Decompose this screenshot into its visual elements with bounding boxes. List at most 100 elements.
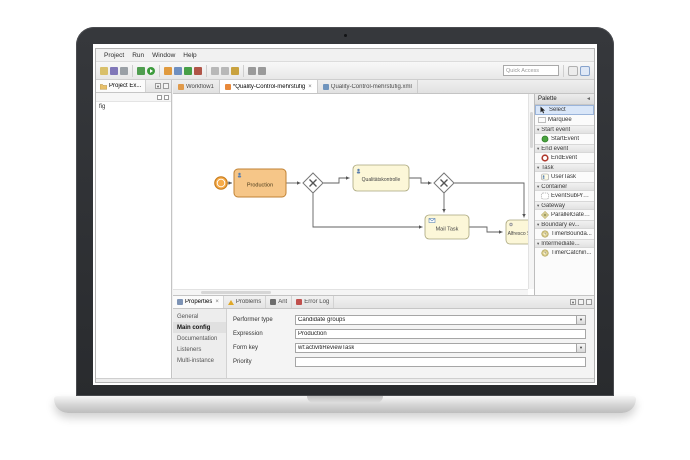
palette-item-startevent[interactable]: StartEvent bbox=[535, 134, 594, 144]
side-tab-general[interactable]: General bbox=[177, 313, 199, 320]
form-row: Priority bbox=[233, 355, 586, 369]
tab-quality-control-xml[interactable]: Quality-Control-mehrstufig.xml bbox=[318, 80, 418, 93]
menu-help[interactable]: Help bbox=[183, 51, 197, 59]
palette-drawer-task[interactable]: ▾ Task bbox=[535, 163, 594, 172]
menu-project[interactable]: Project bbox=[104, 51, 125, 59]
open-perspective-icon[interactable] bbox=[568, 65, 578, 76]
close-icon[interactable]: × bbox=[215, 299, 219, 305]
editor-tab-label: *Quality-Control-mehrstufig bbox=[232, 83, 306, 90]
tab-problems[interactable]: Problems bbox=[224, 296, 267, 308]
palette-item-usertask[interactable]: UserTask bbox=[535, 172, 594, 182]
palette-drawer-intermediate-event[interactable]: ▾ Intermediate... bbox=[535, 239, 594, 248]
menu-window[interactable]: Window bbox=[152, 51, 176, 59]
save-icon[interactable] bbox=[110, 66, 118, 75]
quick-access-input[interactable] bbox=[503, 65, 559, 76]
tab-ant[interactable]: Ant bbox=[266, 296, 293, 308]
minimize-icon[interactable] bbox=[163, 83, 169, 89]
search-icon[interactable] bbox=[174, 66, 182, 75]
side-tab-documentation[interactable]: Documentation bbox=[177, 335, 218, 342]
run-icon[interactable] bbox=[147, 66, 155, 75]
bpmn-diagram[interactable]: Production Qualitätskontrolle bbox=[173, 94, 534, 295]
expression-field[interactable]: Production bbox=[295, 329, 586, 339]
tree-item-label[interactable]: fig bbox=[99, 104, 106, 110]
drawer-arrow-icon: ▾ bbox=[537, 240, 540, 246]
palette-tool-select[interactable]: Select bbox=[535, 105, 594, 115]
gateway-2-node[interactable] bbox=[433, 172, 455, 194]
field-label: Expression bbox=[233, 331, 263, 337]
sequence-flow[interactable] bbox=[454, 182, 526, 218]
maximize-icon[interactable] bbox=[586, 299, 592, 305]
palette-header[interactable]: Palette ◄ bbox=[535, 94, 594, 105]
end-event-icon bbox=[541, 154, 549, 162]
coverage-icon[interactable] bbox=[194, 66, 202, 75]
new-diagram-icon[interactable] bbox=[164, 66, 172, 75]
horizontal-scrollbar[interactable] bbox=[173, 289, 528, 295]
sequence-flow[interactable] bbox=[312, 193, 423, 229]
tab-error-log[interactable]: Error Log bbox=[292, 296, 335, 308]
task-mail-node[interactable]: Mail Task bbox=[424, 214, 470, 240]
side-tab-main-config[interactable]: Main config bbox=[173, 322, 226, 333]
view-menu-icon[interactable]: ▾ bbox=[155, 83, 161, 89]
print-icon[interactable] bbox=[120, 66, 128, 75]
palette-drawer-boundary-event[interactable]: ▾ Boundary ev... bbox=[535, 220, 594, 229]
sequence-flow[interactable] bbox=[323, 176, 350, 184]
next-annotation-icon[interactable] bbox=[221, 66, 229, 75]
tab-properties[interactable]: Properties × bbox=[173, 296, 224, 308]
performer-type-combo[interactable]: Candidate groups ▾ bbox=[295, 315, 586, 325]
collapse-palette-icon[interactable]: ◄ bbox=[586, 96, 591, 102]
editor-tab-label: Quality-Control-mehrstufig.xml bbox=[330, 83, 412, 90]
activiti-perspective-icon[interactable] bbox=[580, 65, 590, 76]
last-edit-icon[interactable] bbox=[231, 66, 239, 75]
tab-workflow1[interactable]: Workflow1 bbox=[173, 80, 220, 93]
sequence-flow[interactable] bbox=[469, 226, 503, 234]
palette-item-timerboundary[interactable]: TimerBounda... bbox=[535, 229, 594, 239]
debug-icon[interactable] bbox=[137, 66, 145, 75]
close-icon[interactable]: × bbox=[308, 83, 312, 90]
palette-drawer-end-event[interactable]: ▾ End event bbox=[535, 144, 594, 153]
view-menu-icon[interactable]: ▾ bbox=[570, 299, 576, 305]
palette-item-eventsubprocess[interactable]: EventSubProc... bbox=[535, 191, 594, 201]
side-tab-listeners[interactable]: Listeners bbox=[177, 346, 202, 353]
form-key-combo[interactable]: wf:activitiReviewTask ▾ bbox=[295, 343, 586, 353]
palette-tool-marquee[interactable]: Marquee bbox=[535, 115, 594, 125]
gateway-1-node[interactable] bbox=[302, 172, 324, 194]
palette-item-endevent[interactable]: EndEvent bbox=[535, 153, 594, 163]
vertical-scrollbar[interactable] bbox=[528, 94, 534, 289]
task-script-node[interactable]: Alfresco Script Ta bbox=[505, 219, 534, 245]
palette-item-parallelgateway[interactable]: ParallelGatew... bbox=[535, 210, 594, 220]
prev-annotation-icon[interactable] bbox=[211, 66, 219, 75]
drawer-arrow-icon: ▾ bbox=[537, 126, 540, 132]
external-tools-icon[interactable] bbox=[184, 66, 192, 75]
drawer-label: Task bbox=[541, 164, 554, 171]
priority-field[interactable] bbox=[295, 357, 586, 367]
scrollbar-thumb[interactable] bbox=[201, 291, 271, 294]
task-quality-node[interactable]: Qualitätskontrolle bbox=[352, 164, 410, 192]
side-tab-multi-instance[interactable]: Multi-instance bbox=[177, 357, 215, 364]
menu-run[interactable]: Run bbox=[132, 51, 145, 59]
chevron-down-icon[interactable]: ▾ bbox=[576, 316, 585, 324]
tab-project-explorer[interactable]: Project Ex... bbox=[96, 80, 147, 92]
palette-drawer-gateway[interactable]: ▾ Gateway bbox=[535, 201, 594, 210]
scrollbar-thumb[interactable] bbox=[530, 112, 533, 148]
properties-icon bbox=[177, 299, 183, 305]
task-production-node[interactable]: Production bbox=[233, 168, 287, 198]
tab-quality-control-diagram[interactable]: *Quality-Control-mehrstufig × bbox=[219, 80, 318, 93]
forward-icon[interactable] bbox=[258, 66, 266, 75]
diagram-canvas[interactable]: Production Qualitätskontrolle bbox=[173, 94, 534, 295]
explorer-tree[interactable]: fig bbox=[96, 102, 171, 112]
panel-tab-label: Properties bbox=[185, 299, 213, 305]
drawer-label: Gateway bbox=[541, 202, 565, 209]
palette-drawer-start-event[interactable]: ▾ Start event bbox=[535, 125, 594, 134]
drawer-arrow-icon: ▾ bbox=[537, 221, 540, 227]
collapse-all-icon[interactable] bbox=[157, 94, 162, 100]
drawer-arrow-icon: ▾ bbox=[537, 183, 540, 189]
sequence-flow[interactable] bbox=[409, 177, 432, 185]
palette-drawer-container[interactable]: ▾ Container bbox=[535, 182, 594, 191]
link-editor-icon[interactable] bbox=[164, 94, 169, 100]
palette-item-timercatching[interactable]: TimerCatchin... bbox=[535, 248, 594, 258]
new-icon[interactable] bbox=[100, 66, 108, 75]
chevron-down-icon[interactable]: ▾ bbox=[576, 344, 585, 352]
start-event-node[interactable] bbox=[214, 176, 228, 190]
back-icon[interactable] bbox=[248, 66, 256, 75]
minimize-icon[interactable] bbox=[578, 299, 584, 305]
